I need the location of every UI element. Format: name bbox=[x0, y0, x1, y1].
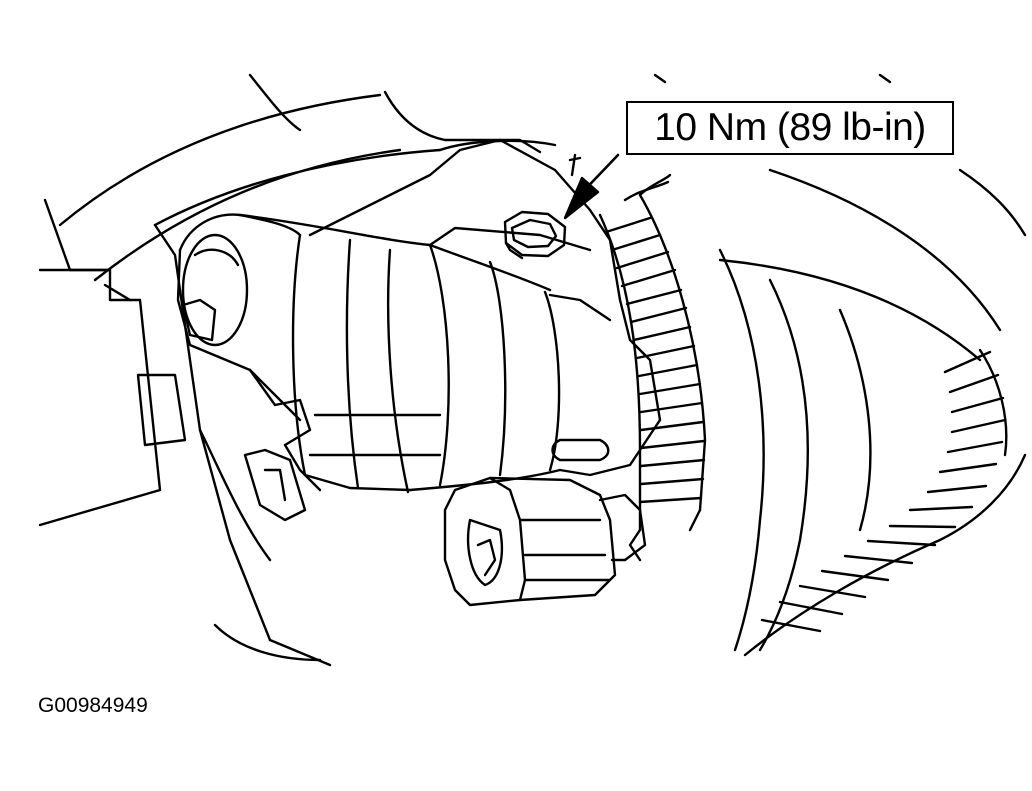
mounting-flange bbox=[308, 138, 662, 477]
figure-id: G00984949 bbox=[38, 694, 148, 717]
sensor-cylinder bbox=[238, 213, 562, 494]
left-bracket bbox=[38, 198, 332, 667]
right-cover bbox=[718, 248, 1027, 657]
wiring-harness bbox=[598, 173, 707, 562]
sensor-cap bbox=[176, 213, 322, 522]
torque-spec-label: 10 Nm (89 lb-in) bbox=[654, 106, 926, 149]
torque-spec-callout: 10 Nm (89 lb-in) bbox=[626, 101, 954, 155]
bolt-icon bbox=[503, 210, 567, 260]
callout-arrow bbox=[563, 153, 620, 220]
electrical-connector bbox=[443, 476, 647, 607]
